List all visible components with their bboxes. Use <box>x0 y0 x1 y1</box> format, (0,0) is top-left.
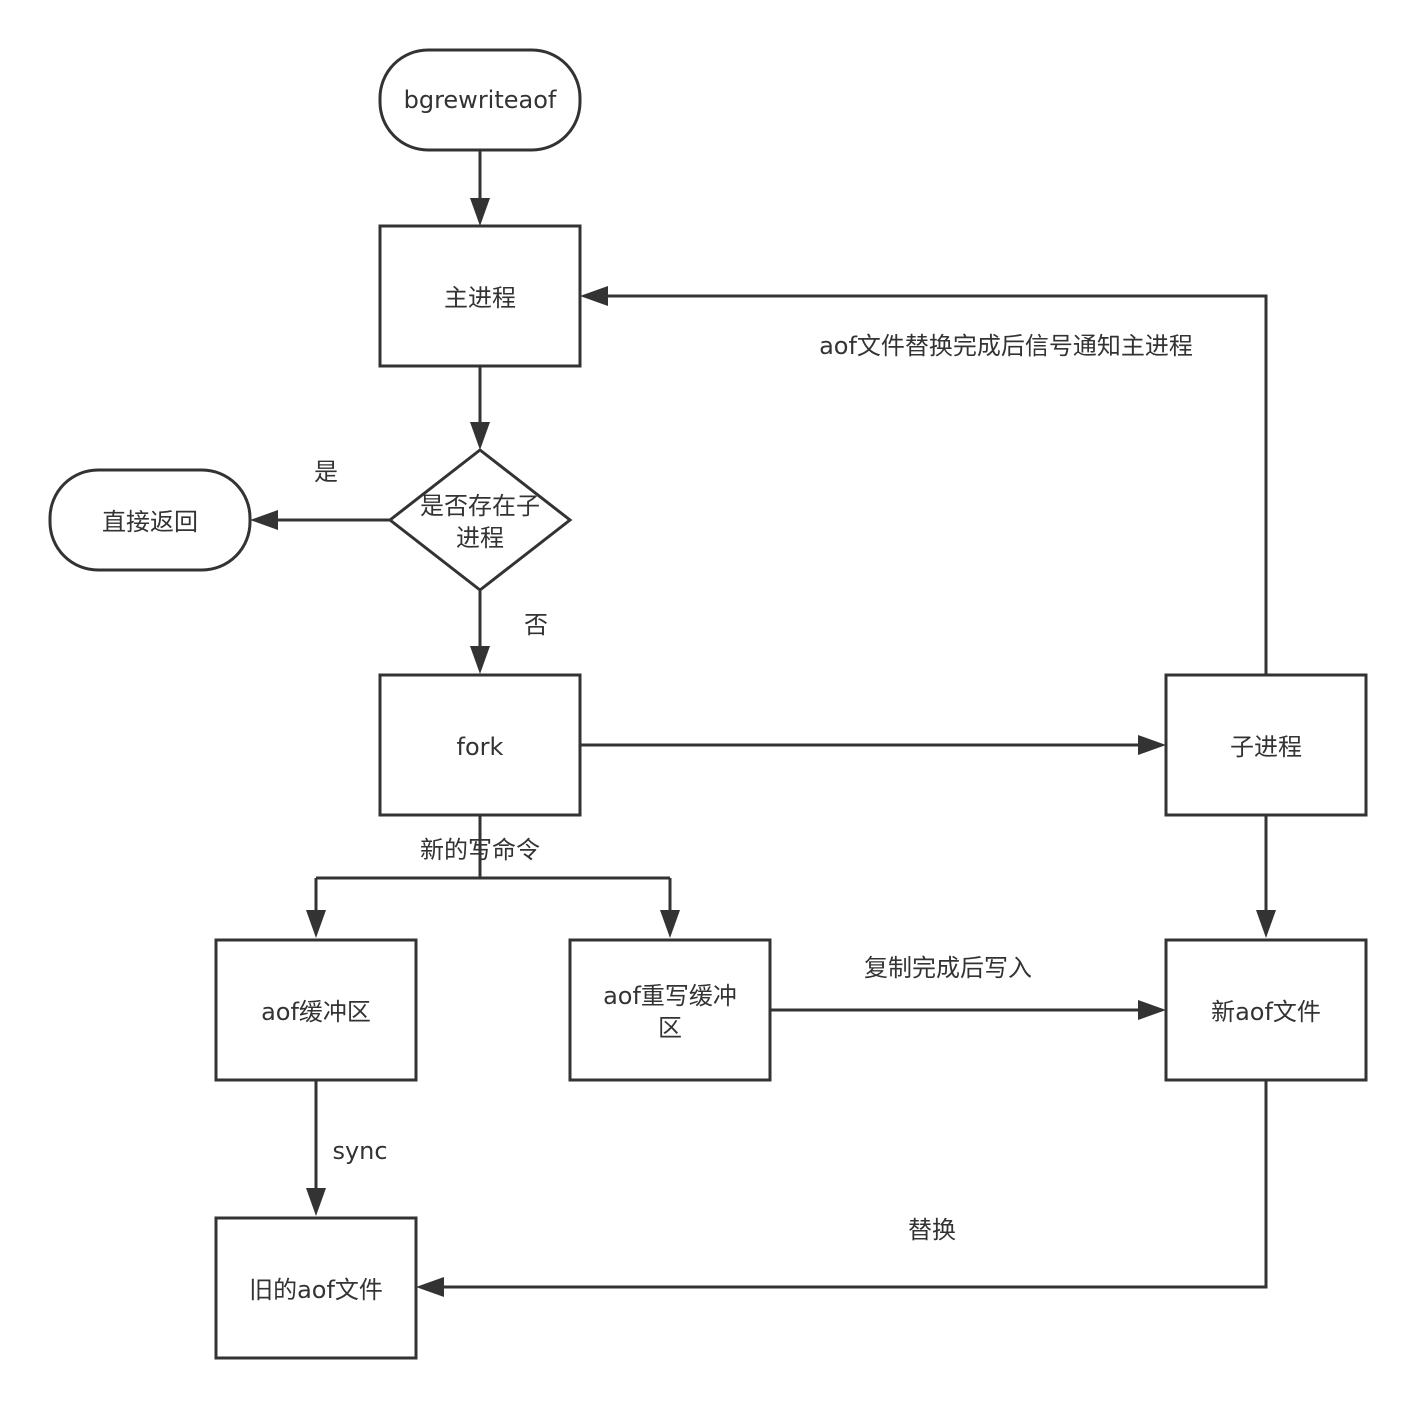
node-direct-return: 直接返回 <box>48 468 252 572</box>
node-aof-rewrite-buffer-label-line2: 区 <box>658 1014 682 1042</box>
arrowhead-decision-to-fork <box>470 646 490 674</box>
node-new-aof-file-label: 新aof文件 <box>1211 998 1321 1026</box>
node-has-child-decision: 是否存在子 进程 <box>387 448 573 592</box>
arrowhead-new-aof-to-old-aof <box>416 1277 444 1297</box>
node-bgrewriteaof: bgrewriteaof <box>378 48 582 152</box>
edge-fork-split <box>314 815 672 912</box>
node-old-aof-file: 旧的aof文件 <box>214 1216 418 1360</box>
node-old-aof-file-label: 旧的aof文件 <box>249 1276 383 1304</box>
node-has-child-label-line1: 是否存在子 <box>420 492 540 520</box>
edge-label-yes: 是 <box>314 458 338 486</box>
arrowhead-main-to-decision <box>470 422 490 450</box>
arrowhead-start-to-main <box>470 198 490 226</box>
node-main-process: 主进程 <box>378 224 582 368</box>
node-direct-return-label: 直接返回 <box>102 508 198 536</box>
node-fork-label: fork <box>457 733 504 761</box>
node-aof-rewrite-buffer: aof重写缓冲 区 <box>568 938 772 1082</box>
edge-label-copy-then-write: 复制完成后写入 <box>864 954 1032 982</box>
node-bgrewriteaof-label: bgrewriteaof <box>404 86 557 114</box>
edge-label-replace: 替换 <box>908 1216 956 1244</box>
node-aof-buffer: aof缓冲区 <box>214 938 418 1082</box>
edge-child-to-main <box>606 294 1268 675</box>
edge-label-no: 否 <box>524 611 548 639</box>
node-main-process-label: 主进程 <box>444 284 516 312</box>
edge-label-new-write-commands: 新的写命令 <box>420 836 540 864</box>
node-aof-buffer-label: aof缓冲区 <box>261 998 371 1026</box>
node-child-process-label: 子进程 <box>1230 733 1302 761</box>
node-aof-rewrite-buffer-label-line1: aof重写缓冲 <box>603 982 737 1010</box>
edge-label-sync: sync <box>332 1137 387 1165</box>
node-new-aof-file: 新aof文件 <box>1164 938 1368 1082</box>
edge-label-signal-notify: aof文件替换完成后信号通知主进程 <box>819 332 1193 360</box>
arrowhead-decision-to-return <box>250 510 278 530</box>
node-child-process: 子进程 <box>1164 673 1368 817</box>
arrowhead-fork-to-aof-buffer <box>306 910 326 938</box>
arrowhead-fork-to-child <box>1138 735 1166 755</box>
arrowhead-child-to-main <box>580 286 608 306</box>
arrowhead-rewrite-buffer-to-new-aof <box>1138 1000 1166 1020</box>
node-has-child-label-line2: 进程 <box>456 524 504 552</box>
arrowhead-fork-to-rewrite-buffer <box>660 910 680 938</box>
arrowhead-child-to-new-aof <box>1256 910 1276 938</box>
edge-new-aof-to-old-aof <box>442 1080 1268 1289</box>
arrowhead-aof-buffer-to-old-aof <box>306 1188 326 1216</box>
node-fork: fork <box>378 673 582 817</box>
